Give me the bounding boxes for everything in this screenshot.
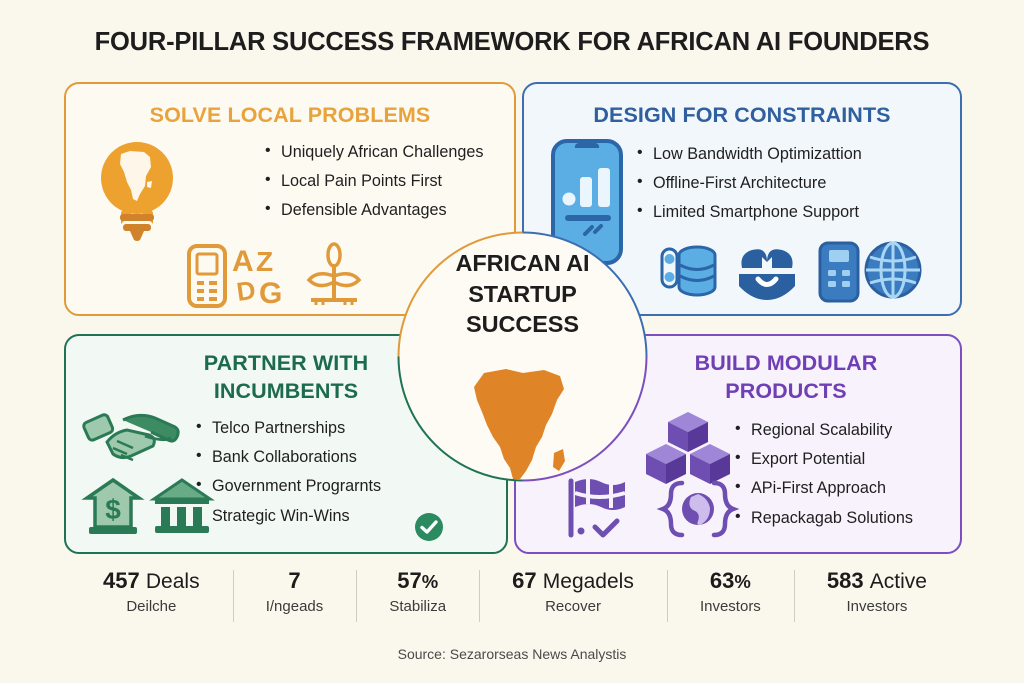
stat-item: 63% Investors — [666, 568, 794, 623]
svg-text:A: A — [232, 245, 254, 278]
api-braces-globe-icon — [656, 480, 740, 538]
stat-label: I/ngeads — [265, 598, 324, 616]
list-item: Strategic Win-Wins — [196, 507, 381, 524]
checkered-flag-icon — [565, 477, 633, 539]
stat-value: 67 Megadels — [485, 568, 661, 594]
lightbulb-africa-icon — [100, 138, 174, 242]
center-title-line2: STARTUP — [468, 280, 577, 307]
stat-inline-label: Deals — [145, 570, 200, 593]
list-item: Export Potential — [735, 450, 913, 467]
stat-number: 457 — [103, 568, 140, 593]
svg-text:G: G — [259, 277, 282, 310]
stat-label: Stabiliza — [389, 598, 447, 616]
list-item: Uniquely African Challenges — [265, 143, 483, 160]
source-caption: Source: Sezarorseas News Analystis — [397, 646, 627, 662]
feature-phone-icon — [818, 241, 860, 303]
page-title: FOUR-PILLAR SUCCESS FRAMEWORK FOR AFRICA… — [94, 28, 930, 56]
stat-number: 7 — [288, 568, 301, 593]
list-item: Telco Partnerships — [196, 419, 381, 436]
stat-item: 57% Stabiliza — [356, 568, 479, 623]
list-item: Low Bandwidth Optimizattion — [637, 145, 862, 162]
list-item: Repackagab Solutions — [735, 509, 913, 526]
panel-solve-heading: SOLVE LOCAL PROBLEMS — [149, 103, 431, 127]
stat-number: 63 — [709, 568, 735, 593]
list-item: Government Prograrnts — [196, 477, 381, 494]
stat-value: 457 Deals — [76, 568, 227, 594]
money-bank-icon: $ — [81, 477, 145, 537]
stat-inline-label: Megadels — [542, 570, 634, 593]
stat-item: 7 I/ngeads — [232, 568, 357, 623]
translate-az-icon: A Z D G — [232, 245, 296, 310]
stat-item: 583 Active Investors — [793, 568, 960, 623]
stat-item: 67 Megadels Recover — [479, 568, 667, 623]
database-stack-icon — [660, 243, 717, 301]
africa-map-icon — [460, 367, 586, 495]
stats-row: 457 Deals Deilche 7 I/ngeads 57% Stabili… — [70, 568, 960, 630]
list-item: Offline-First Architecture — [637, 174, 862, 191]
list-item: Defensible Advantages — [265, 201, 483, 218]
stat-value: 63% — [673, 568, 788, 594]
feature-phone-icon — [186, 243, 228, 309]
stat-item: 457 Deals Deilche — [70, 568, 233, 615]
stat-number: 57 — [397, 568, 422, 593]
center-title-line3: SUCCESS — [466, 311, 579, 338]
handshake-icon — [82, 408, 183, 470]
stat-inline-label: Active — [869, 570, 927, 593]
center-hub-title: AFRICAN AI STARTUP SUCCESS — [399, 248, 646, 340]
panel-build-heading: BUILD MODULAR PRODUCTS — [610, 349, 962, 406]
bank-building-icon — [149, 477, 215, 537]
list-item: APi-First Approach — [735, 479, 913, 496]
svg-text:$: $ — [105, 494, 121, 525]
stat-number: 583 — [826, 568, 864, 593]
stat-value: 7 — [239, 568, 351, 594]
panel-build-heading-line2: PRODUCTS — [725, 379, 847, 404]
stat-unit: % — [734, 571, 751, 592]
stat-label: Investors — [699, 598, 761, 616]
panel-design-heading: DESIGN FOR CONSTRAINTS — [593, 103, 891, 127]
plant-sprout-icon — [303, 242, 365, 308]
stat-label: Deilche — [126, 598, 177, 616]
stat-label: Recover — [545, 598, 601, 616]
stat-number: 67 — [512, 568, 537, 593]
svg-text:Z: Z — [256, 246, 273, 277]
center-title-line1: AFRICAN AI — [455, 250, 590, 276]
list-item: Local Pain Points First — [265, 172, 483, 189]
panel-partner-heading-line1: PARTNER WITH — [203, 351, 369, 375]
check-badge-icon — [414, 512, 444, 542]
list-item: Bank Collaborations — [196, 448, 381, 465]
modular-cubes-icon — [645, 410, 731, 488]
stat-label: Investors — [846, 598, 908, 616]
globe-grid-icon — [863, 240, 923, 300]
panel-partner-heading-line2: INCUMBENTS — [213, 379, 359, 404]
stat-unit: % — [421, 571, 439, 592]
panel-build-bullets: Regional Scalability Export Potential AP… — [735, 421, 913, 539]
stat-value: 57% — [362, 568, 473, 594]
list-item: Regional Scalability — [735, 421, 913, 438]
panel-partner-bullets: Telco Partnerships Bank Collaborations G… — [196, 419, 381, 537]
panel-partner-heading: PARTNER WITH INCUMBENTS — [64, 349, 508, 406]
panel-build-heading-line1: BUILD MODULAR — [694, 351, 878, 375]
handshake-care-icon — [736, 248, 798, 300]
panel-solve-bullets: Uniquely African Challenges Local Pain P… — [265, 143, 483, 232]
panel-design-bullets: Low Bandwidth Optimizattion Offline-Firs… — [637, 145, 862, 234]
stat-value: 583 Active — [800, 568, 954, 594]
list-item: Limited Smartphone Support — [637, 203, 862, 220]
svg-text:D: D — [235, 275, 258, 307]
